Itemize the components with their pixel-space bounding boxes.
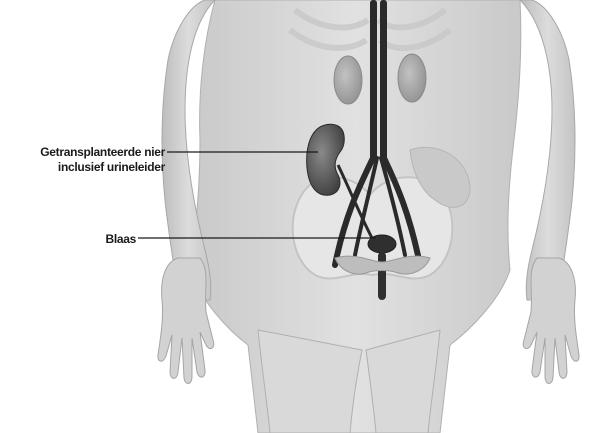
right-hand <box>523 258 579 384</box>
urethra <box>378 252 386 300</box>
label-bladder: Blaas <box>105 232 136 247</box>
right-arm <box>520 0 575 300</box>
native-kidney-right <box>398 54 426 102</box>
left-hand <box>158 258 214 384</box>
native-kidney-left <box>334 56 362 104</box>
label-transplanted-kidney-line1: Getransplanteerde nier <box>40 145 165 160</box>
label-transplanted-kidney-line2: inclusief urineleider <box>58 160 165 175</box>
